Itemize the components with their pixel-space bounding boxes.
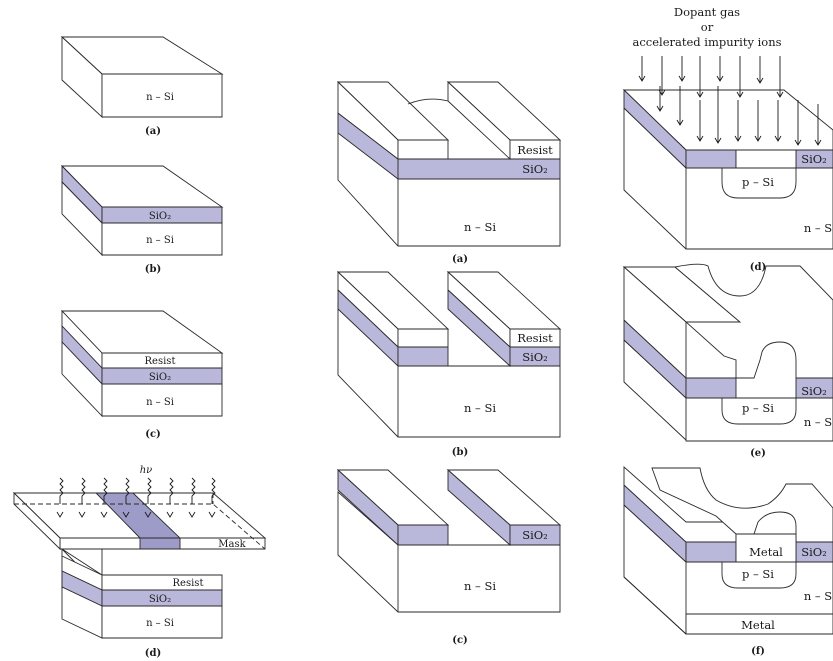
light-rays [56, 477, 216, 518]
right-step-f: Metal SiO₂ p – Si n – S Metal (f) [623, 465, 833, 657]
left-d-resist-label: Resist [173, 578, 204, 589]
right-d-title-line3: accelerated impurity ions [632, 35, 781, 49]
right-f-metal-top-label: Metal [749, 545, 783, 559]
mid-a-oxide-label: SiO₂ [522, 162, 548, 176]
mid-b-substrate-label: n – Si [464, 401, 496, 415]
left-step-c: Resist SiO₂ n – Si (c) [60, 309, 224, 440]
left-b-caption: (b) [145, 264, 161, 275]
right-step-d: Dopant gas or accelerated impurity ions … [622, 5, 833, 273]
right-f-region-label: p – Si [742, 567, 774, 581]
left-b-oxide-label: SiO₂ [149, 211, 171, 222]
left-d-caption: (d) [145, 648, 161, 659]
right-e-caption: (e) [750, 448, 766, 459]
right-e-region-label: p – Si [742, 401, 774, 415]
left-c-oxide-label: SiO₂ [149, 372, 171, 383]
right-f-metal-bottom-label: Metal [741, 618, 775, 632]
middle-step-b: Resist SiO₂ n – Si (b) [336, 270, 562, 458]
mid-c-oxide-label: SiO₂ [522, 528, 548, 542]
left-c-substrate-label: n – Si [146, 397, 174, 408]
right-d-title-line1: Dopant gas [674, 5, 740, 19]
mid-c-substrate-label: n – Si [464, 579, 496, 593]
mid-b-oxide-label: SiO₂ [522, 350, 548, 364]
left-step-a: n – Si (a) [60, 35, 224, 137]
right-d-region-label: p – Si [742, 175, 774, 189]
right-f-oxide-label: SiO₂ [801, 545, 827, 559]
right-d-caption: (d) [750, 262, 766, 273]
right-e-substrate-label: n – S [804, 415, 832, 429]
left-d-light-label: hν [140, 465, 153, 476]
left-d-oxide-label: SiO₂ [149, 594, 171, 605]
mid-a-caption: (a) [452, 254, 468, 265]
left-d-substrate-label: n – Si [146, 618, 174, 629]
right-d-title-line2: or [701, 20, 714, 34]
dopant-arrows [638, 56, 822, 146]
left-a-substrate-label: n – Si [146, 92, 174, 103]
right-d-substrate-label: n – S [804, 221, 832, 235]
right-f-substrate-label: n – S [804, 589, 832, 603]
right-d-oxide-label: SiO₂ [801, 152, 827, 166]
left-step-b: SiO₂ n – Si (b) [60, 164, 224, 275]
right-step-e: SiO₂ p – Si n – S (e) [622, 263, 833, 459]
left-b-substrate-label: n – Si [146, 235, 174, 246]
left-a-caption: (a) [145, 126, 161, 137]
left-c-caption: (c) [145, 429, 161, 440]
right-f-caption: (f) [751, 646, 765, 657]
mid-b-resist-label: Resist [517, 331, 553, 345]
right-e-oxide-label: SiO₂ [801, 384, 827, 398]
left-c-resist-label: Resist [145, 356, 176, 367]
left-d-mask-label: Mask [218, 539, 246, 550]
left-step-d: hν Mask Resist SiO₂ n – Si [12, 465, 267, 659]
mid-a-resist-label: Resist [517, 143, 553, 157]
mid-a-substrate-label: n – Si [464, 220, 496, 234]
mid-c-caption: (c) [452, 635, 468, 646]
mid-b-caption: (b) [452, 447, 468, 458]
middle-step-a: Resist SiO₂ n – Si (a) [336, 80, 562, 265]
middle-step-c: SiO₂ n – Si (c) [336, 468, 562, 646]
